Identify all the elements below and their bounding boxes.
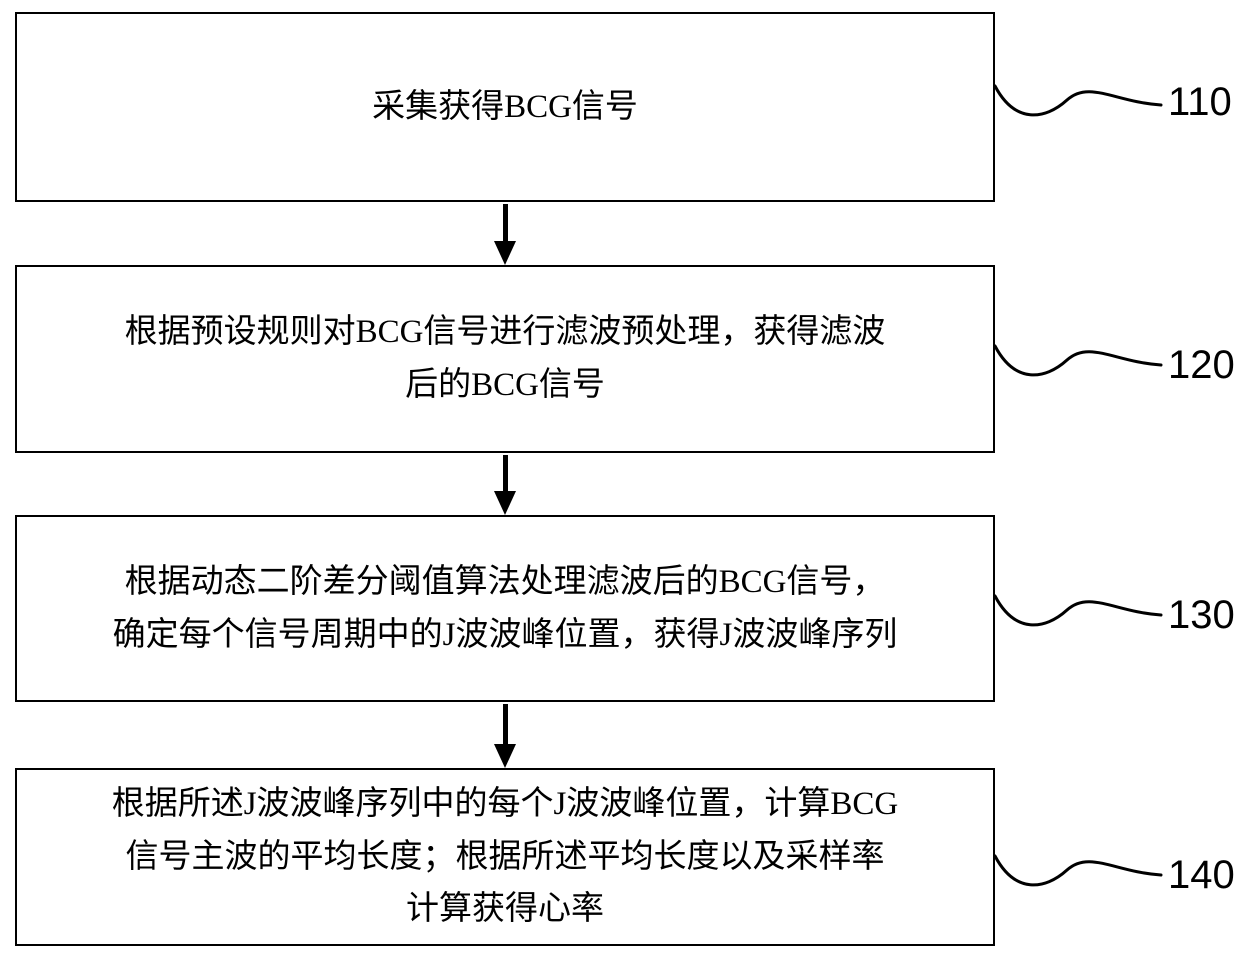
flow-step-3-text-line: 根据动态二阶差分阈值算法处理滤波后的BCG信号， xyxy=(124,563,886,600)
reference-connector-line-1 xyxy=(993,84,1163,117)
flow-step-4-text-line: 根据所述J波波峰序列中的每个J波波峰位置，计算BCG xyxy=(111,785,899,822)
flow-step-box-2: 根据预设规则对BCG信号进行滤波预处理，获得滤波 后的BCG信号 xyxy=(15,265,995,453)
arrow-shaft xyxy=(502,704,508,744)
flow-step-2-text-line: 后的BCG信号 xyxy=(405,367,605,403)
flow-step-4-text-line: 信号主波的平均长度；根据所述平均长度以及采样率 xyxy=(125,838,885,875)
flow-step-box-3: 根据动态二阶差分阈值算法处理滤波后的BCG信号， 确定每个信号周期中的J波波峰位… xyxy=(15,515,995,702)
flow-step-box-4: 根据所述J波波峰序列中的每个J波波峰位置，计算BCG 信号主波的平均长度；根据所… xyxy=(15,768,995,946)
reference-number-110: 110 xyxy=(1168,80,1232,124)
flow-step-3-text-line: 确定每个信号周期中的J波波峰位置，获得J波波峰序列 xyxy=(112,616,898,653)
reference-connector-line-2 xyxy=(993,344,1163,377)
arrow-shaft xyxy=(502,455,508,491)
reference-number-120: 120 xyxy=(1168,343,1235,387)
down-arrow-1 xyxy=(494,204,516,265)
reference-connector-line-3 xyxy=(993,594,1163,627)
reference-number-130: 130 xyxy=(1168,593,1235,637)
flow-step-2-text-line: 根据预设规则对BCG信号进行滤波预处理，获得滤波 xyxy=(124,314,886,351)
down-arrow-3 xyxy=(494,704,516,768)
arrow-head-icon xyxy=(494,491,516,515)
flow-step-1-text: 采集获得BCG信号 xyxy=(372,88,638,125)
reference-number-140: 140 xyxy=(1168,853,1235,897)
down-arrow-2 xyxy=(494,455,516,515)
arrow-head-icon xyxy=(494,241,516,265)
reference-connector-line-4 xyxy=(993,854,1163,887)
arrow-shaft xyxy=(502,204,508,241)
flow-step-box-1: 采集获得BCG信号 xyxy=(15,12,995,202)
arrow-head-icon xyxy=(494,744,516,768)
flow-step-4-text-line: 计算获得心率 xyxy=(406,891,604,928)
